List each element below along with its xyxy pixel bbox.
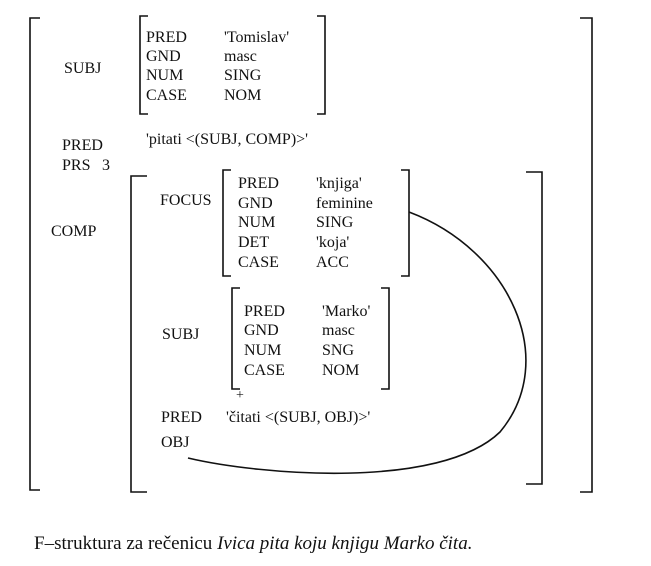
subj-label: SUBJ (64, 60, 102, 77)
comp-label: COMP (51, 223, 97, 240)
subj-attr-case: CASE (146, 87, 187, 104)
comp-subj-val-gnd: masc (322, 322, 355, 339)
focus-attr-case: CASE (238, 254, 279, 271)
comp-subj-val-case: NOM (322, 362, 360, 379)
prs-value: 3 (102, 157, 110, 174)
comp-pred-label: PRED (161, 409, 202, 426)
prs-label: PRS (62, 157, 91, 174)
focus-val-pred: 'knjiga' (316, 175, 362, 192)
comp-subj-plus-sign: + (236, 388, 244, 403)
comp-subj-val-pred: 'Marko' (322, 303, 371, 320)
focus-val-case: ACC (316, 254, 349, 271)
comp-subj-attr-num: NUM (244, 342, 282, 359)
pred-value: 'pitati <(SUBJ, COMP)>' (146, 131, 309, 148)
subj-attr-pred: PRED (146, 29, 187, 46)
comp-subj-attr-gnd: GND (244, 322, 279, 339)
comp-subj-label: SUBJ (162, 326, 200, 343)
subj-val-gnd: masc (224, 48, 257, 65)
comp-subj-val-num: SNG (322, 342, 355, 359)
focus-attr-det: DET (238, 234, 270, 251)
subj-left-bracket (139, 15, 148, 115)
pred-label: PRED (62, 137, 103, 154)
focus-label: FOCUS (160, 192, 212, 209)
inner-subj-right-bracket (381, 287, 390, 390)
focus-val-det: 'koja' (316, 234, 350, 251)
outer-left-bracket (29, 17, 40, 491)
focus-right-bracket (401, 169, 410, 277)
focus-attr-num: NUM (238, 214, 276, 231)
subj-attr-num: NUM (146, 67, 184, 84)
comp-subj-attr-pred: PRED (244, 303, 285, 320)
caption-sentence: Ivica pita koju knjigu Marko čita. (217, 533, 473, 554)
focus-attr-pred: PRED (238, 175, 279, 192)
subj-attr-gnd: GND (146, 48, 181, 65)
inner-subj-left-bracket (231, 287, 240, 390)
focus-val-num: SING (316, 214, 354, 231)
subj-val-case: NOM (224, 87, 262, 104)
comp-right-bracket (526, 171, 543, 485)
focus-obj-link-curve (187, 211, 527, 475)
focus-left-bracket (222, 169, 231, 277)
figure-caption: F–struktura za rečenicu Ivica pita koju … (34, 533, 472, 555)
subj-right-bracket (317, 15, 326, 115)
outer-right-bracket (580, 17, 593, 493)
focus-val-gnd: feminine (316, 195, 373, 212)
comp-subj-attr-case: CASE (244, 362, 285, 379)
caption-prefix: F–struktura za rečenicu (34, 533, 218, 554)
comp-obj-label: OBJ (161, 434, 190, 451)
comp-pred-value: 'čitati <(SUBJ, OBJ)>' (226, 409, 371, 426)
subj-val-pred: 'Tomislav' (224, 29, 290, 46)
comp-left-bracket (130, 175, 147, 493)
subj-val-num: SING (224, 67, 262, 84)
focus-attr-gnd: GND (238, 195, 273, 212)
